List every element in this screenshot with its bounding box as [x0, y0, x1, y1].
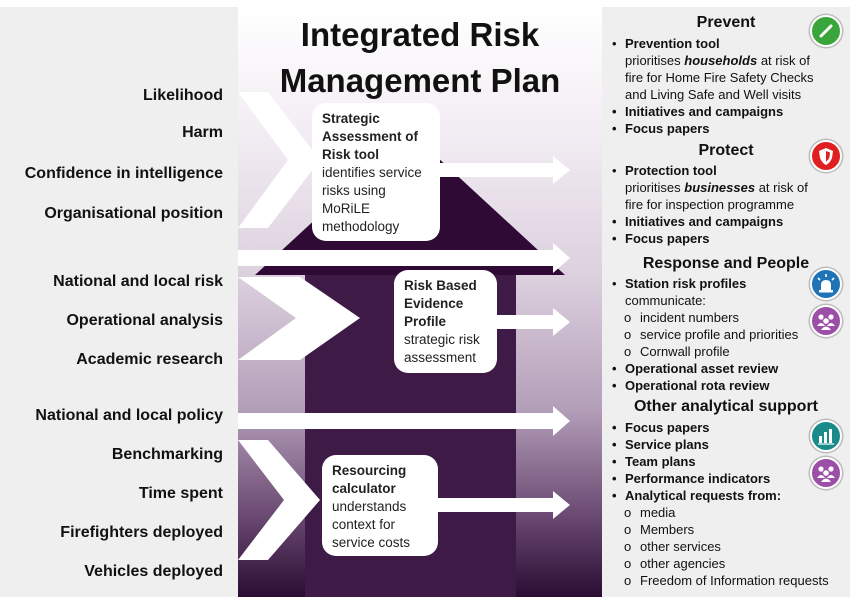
response-sub-item: incident numbers — [612, 309, 812, 326]
resourcing-calculator-title: Resourcing calculator — [332, 463, 407, 496]
bar-chart-icon — [810, 420, 842, 452]
factor-confidence: Confidence in intelligence — [24, 165, 223, 182]
factor-harm: Harm — [182, 124, 223, 141]
response-item: Operational rota review — [612, 377, 812, 394]
response-sub-item: service profile and priorities — [612, 326, 812, 343]
factor-operational-analysis: Operational analysis — [66, 312, 223, 329]
other-item: Team plans — [612, 453, 840, 470]
response-list: Station risk profiles communicate: incid… — [612, 275, 812, 394]
output-arrow-1 — [440, 156, 570, 184]
factor-organisational-position: Organisational position — [44, 205, 223, 222]
other-sub-item: Freedom of Information requests — [612, 572, 840, 589]
chevron-arrow-3 — [238, 440, 320, 560]
protect-heading: Protect — [698, 142, 754, 159]
strategic-assessment-box: Strategic Assessment of Risk tool identi… — [312, 103, 440, 241]
evidence-profile-title: Risk Based Evidence Profile — [404, 278, 477, 329]
response-profiles-sub: communicate: — [625, 293, 706, 308]
prevent-tool-pre: prioritises — [625, 53, 685, 68]
protect-item: Focus papers — [612, 230, 827, 247]
response-sub-item: Cornwall profile — [612, 343, 812, 360]
chevron-arrow-1 — [238, 92, 320, 228]
factor-national-local-risk: National and local risk — [53, 273, 223, 290]
prevent-item: Focus papers — [612, 120, 817, 137]
other-heading: Other analytical support — [633, 398, 819, 415]
factor-national-local-policy: National and local policy — [35, 407, 223, 424]
output-arrow-4 — [238, 406, 570, 436]
prevent-item: Initiatives and campaigns — [612, 103, 817, 120]
output-arrow-5 — [437, 491, 570, 519]
left-panel — [0, 7, 238, 597]
title-line-2: Management Plan — [279, 62, 561, 99]
protect-list: Protection tool prioritises businesses a… — [612, 162, 827, 247]
other-item: Focus papers — [612, 419, 840, 436]
prevent-tool-label: Prevention tool — [625, 36, 720, 51]
factor-benchmarking: Benchmarking — [111, 446, 223, 463]
prevent-list: Prevention tool prioritises households a… — [612, 35, 817, 137]
prevent-tool-item: Prevention tool prioritises households a… — [612, 35, 817, 103]
protect-item: Initiatives and campaigns — [612, 213, 827, 230]
chevron-arrow-2 — [238, 277, 360, 360]
protect-tool-em: businesses — [684, 180, 756, 195]
other-sub-item: Members — [612, 521, 840, 538]
prevent-heading: Prevent — [696, 14, 756, 31]
no-entry-icon — [810, 15, 842, 47]
output-arrow-2 — [238, 243, 570, 273]
evidence-profile-box: Risk Based Evidence Profile strategic ri… — [394, 270, 497, 373]
siren-icon — [810, 268, 842, 300]
factor-academic-research: Academic research — [76, 351, 223, 368]
evidence-profile-body: strategic risk assessment — [404, 332, 480, 365]
factor-vehicles-deployed: Vehicles deployed — [84, 563, 223, 580]
strategic-assessment-body: identifies service risks using MoRiLE me… — [322, 165, 422, 234]
other-item: Service plans — [612, 436, 840, 453]
other-item: Analytical requests from: — [612, 487, 840, 504]
factor-likelihood: Likelihood — [143, 87, 223, 104]
protect-tool-pre: prioritises — [625, 180, 685, 195]
output-arrow-3 — [496, 308, 570, 336]
other-sub-item: other agencies — [612, 555, 840, 572]
shield-icon — [810, 140, 842, 172]
protect-tool-item: Protection tool prioritises businesses a… — [612, 162, 827, 213]
title-line-1: Integrated Risk — [300, 16, 540, 53]
strategic-assessment-title: Strategic Assessment of Risk tool — [322, 111, 419, 162]
protect-tool-post: at risk of fire for inspection programme — [625, 180, 808, 212]
response-profiles-item: Station risk profiles communicate: — [612, 275, 812, 309]
response-profiles-label: Station risk profiles — [625, 276, 747, 291]
factor-time-spent: Time spent — [138, 485, 223, 502]
other-sub-item: other services — [612, 538, 840, 555]
prevent-tool-post: at risk of fire for Home Fire Safety Che… — [625, 53, 814, 102]
response-item: Operational asset review — [612, 360, 812, 377]
other-list: Focus papers Service plans Team plans Pe… — [612, 419, 840, 589]
resourcing-calculator-box: Resourcing calculator understands contex… — [322, 455, 438, 556]
people-icon — [810, 457, 842, 489]
other-item: Performance indicators — [612, 470, 840, 487]
prevent-tool-em: households — [684, 53, 758, 68]
people-icon — [810, 305, 842, 337]
factor-firefighters-deployed: Firefighters deployed — [60, 524, 223, 541]
protect-tool-label: Protection tool — [625, 163, 717, 178]
resourcing-calculator-body: understands context for service costs — [332, 499, 411, 550]
other-sub-item: media — [612, 504, 840, 521]
response-heading: Response and People — [642, 255, 810, 272]
